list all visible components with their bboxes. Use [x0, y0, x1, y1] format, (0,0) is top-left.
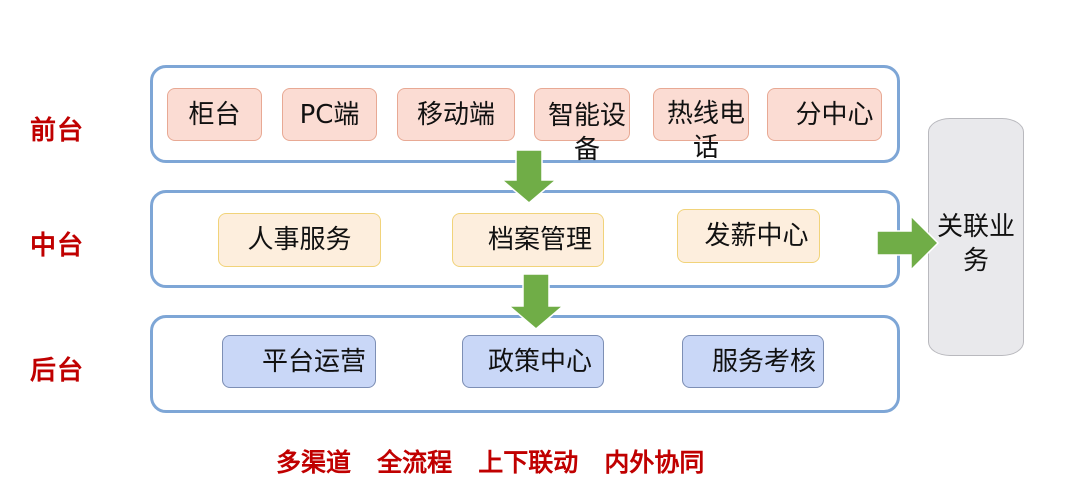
node-sub-center: 分中心 — [767, 88, 882, 141]
layer-label-middle: 中台 — [30, 231, 85, 261]
arrow-front-to-middle — [499, 149, 559, 204]
slogan-text: 多渠道 全流程 上下联动 内外协同 — [276, 448, 705, 477]
arrow-middle-to-related — [876, 214, 940, 272]
node-service-assessment: 服务考核 — [682, 335, 824, 388]
node-mobile: 移动端 — [397, 88, 515, 141]
node-archive-management: 档案管理 — [452, 213, 604, 267]
node-hr-service: 人事服务 — [218, 213, 381, 267]
node-policy-center: 政策中心 — [462, 335, 604, 388]
layer-label-front: 前台 — [30, 116, 85, 146]
layer-label-back: 后台 — [30, 356, 85, 386]
node-smart-device: 智能设备 — [534, 88, 630, 165]
node-counter: 柜台 — [167, 88, 262, 141]
related-business-box — [928, 118, 1024, 356]
related-business-label: 关联业务 — [936, 212, 1015, 276]
node-pc: PC端 — [282, 88, 377, 141]
node-payroll-center: 发薪中心 — [677, 209, 820, 263]
node-hotline: 热线电话 — [653, 88, 749, 163]
node-platform-ops: 平台运营 — [222, 335, 376, 388]
arrow-middle-to-back — [506, 273, 566, 330]
